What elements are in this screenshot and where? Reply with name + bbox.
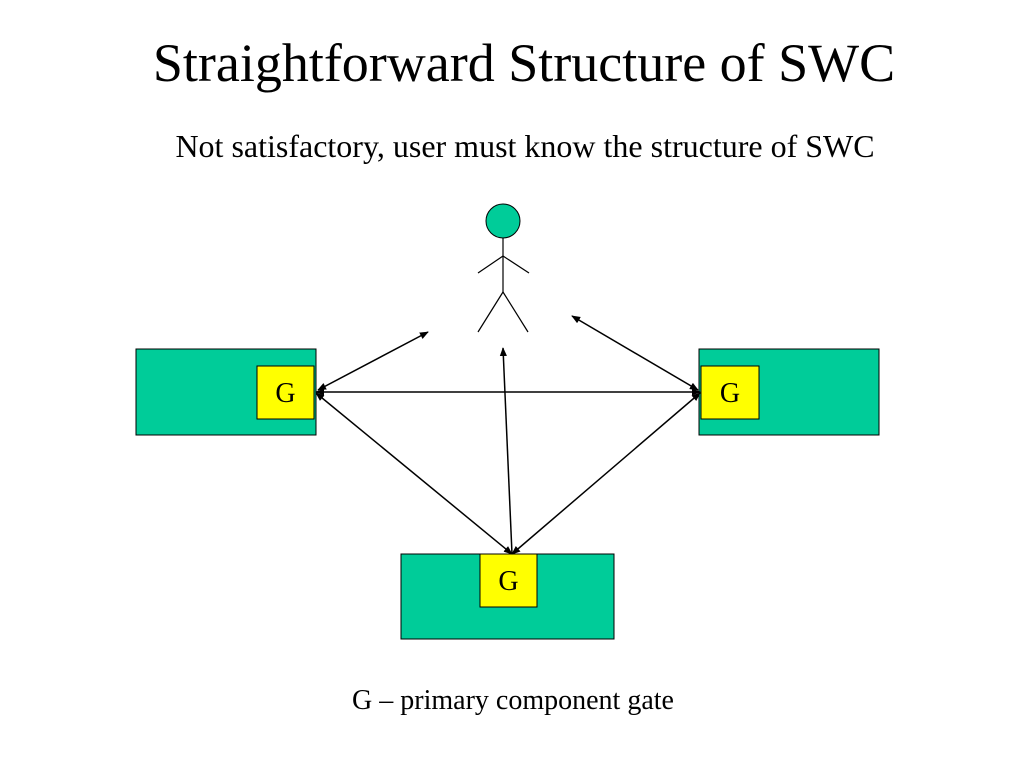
- user-left-arm: [477, 255, 504, 274]
- slide-title: Straightforward Structure of SWC: [152, 33, 896, 93]
- gate-right: [700, 365, 760, 420]
- gate-left-label: G: [275, 378, 295, 409]
- legend-caption: G – primary component gate: [352, 685, 674, 716]
- component-right: G: [698, 348, 880, 436]
- slide-subtitle: Not satisfactory, user must know the str…: [175, 128, 875, 164]
- arrow-left-bottom: [315, 392, 513, 555]
- gate-bottom-label: G: [498, 566, 518, 597]
- user-right-leg: [502, 291, 529, 333]
- user-stick-figure-icon: [477, 203, 530, 333]
- gate-left: [256, 365, 315, 420]
- connections: [315, 315, 701, 555]
- component-left: G: [135, 348, 317, 436]
- user-head: [485, 203, 521, 239]
- gate-bottom: [479, 553, 538, 608]
- user-right-arm: [502, 255, 530, 274]
- arrow-right-user: [571, 315, 699, 391]
- component-bottom: G: [400, 553, 615, 640]
- arrow-left-user: [317, 331, 429, 391]
- arrow-bottom-user: [499, 347, 513, 555]
- arrow-right-bottom: [511, 392, 701, 555]
- user-left-leg: [477, 291, 504, 333]
- gate-right-label: G: [720, 378, 740, 409]
